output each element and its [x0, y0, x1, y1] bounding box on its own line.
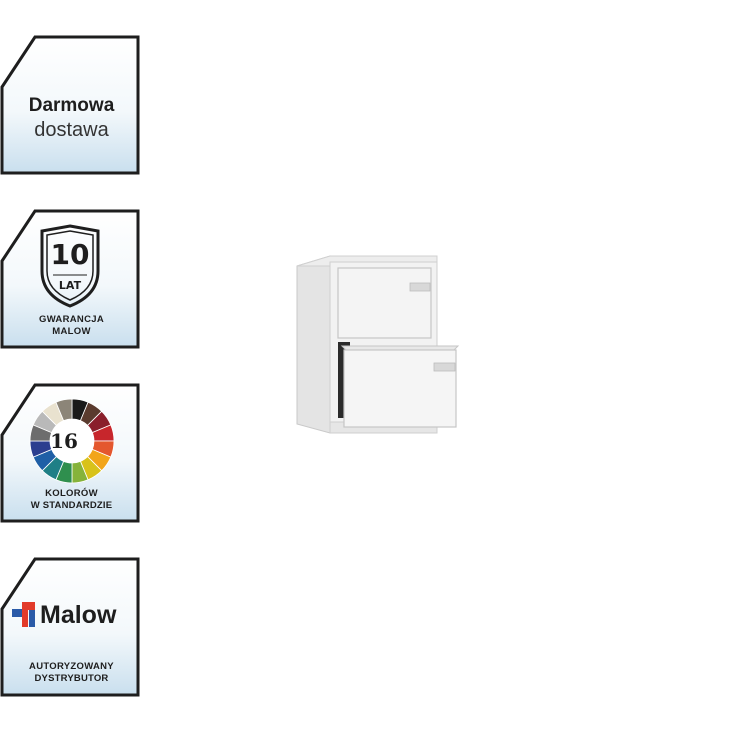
malow-logo: Malow — [12, 601, 117, 629]
badge-frame — [0, 557, 140, 697]
delivery-subtitle: dostawa — [34, 119, 109, 141]
colors-line1: KOLORÓW — [45, 488, 98, 499]
shield-icon: 10 LAT — [40, 224, 100, 308]
filing-cabinet-image — [296, 255, 460, 434]
distributor-line1: AUTORYZOWANY — [29, 661, 114, 672]
warranty-badge: 10 LAT GWARANCJA MALOW — [0, 209, 141, 349]
warranty-number: 10 — [51, 238, 90, 271]
warranty-line2: MALOW — [52, 326, 91, 337]
distributor-line2: DYSTRYBUTOR — [34, 673, 109, 684]
malow-logo-icon — [12, 602, 35, 627]
color-wheel-center — [50, 419, 94, 463]
badge-frame — [0, 209, 140, 349]
colors-line2: W STANDARDZIE — [30, 500, 113, 511]
distributor-badge: Malow AUTORYZOWANY DYSTRYBUTOR — [0, 557, 141, 697]
warranty-unit: LAT — [59, 279, 82, 292]
colors-badge: 16 KOLORÓW W STANDARDZIE — [0, 383, 141, 523]
warranty-line1: GWARANCJA — [39, 314, 104, 325]
malow-brand-text: Malow — [40, 601, 117, 629]
badge-frame — [0, 35, 140, 175]
delivery-title: Darmowa — [28, 95, 115, 116]
color-wheel-icon: 16 — [29, 398, 115, 484]
colors-number: 16 — [50, 429, 78, 453]
free-delivery-badge: Darmowa dostawa — [0, 35, 141, 175]
